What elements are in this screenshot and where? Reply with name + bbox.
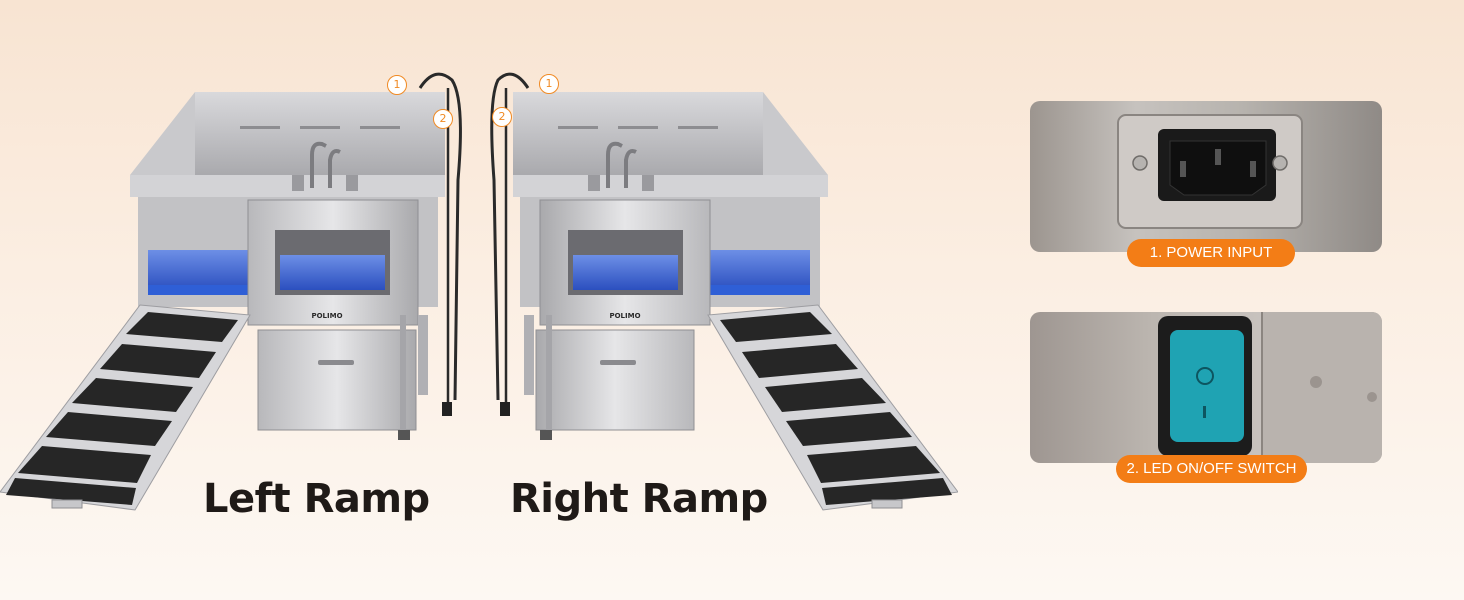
- led-switch-photo: [1030, 312, 1382, 463]
- power-socket-icon: [1117, 114, 1303, 229]
- brand-logo-right: POLIMO: [609, 312, 640, 320]
- rocker-switch-icon: [1158, 312, 1382, 463]
- brand-logo-left: POLIMO: [311, 312, 342, 320]
- left-ramp-label: Left Ramp: [203, 476, 430, 522]
- callout-2-right: 2: [492, 107, 512, 127]
- callout-2-left: 2: [433, 109, 453, 129]
- callout-1-left: 1: [387, 75, 407, 95]
- tub-right-ramp-image: POLIMO: [488, 60, 958, 530]
- tub-left-ramp-image: POLIMO: [0, 60, 470, 530]
- led-switch-badge: 2. LED ON/OFF SWITCH: [1116, 455, 1307, 483]
- power-input-photo: [1030, 101, 1382, 252]
- grooming-tub-left-illustration: POLIMO: [0, 72, 462, 511]
- grooming-tub-right-illustration: POLIMO: [490, 72, 958, 511]
- callout-1-right: 1: [539, 74, 559, 94]
- power-input-badge: 1. POWER INPUT: [1127, 239, 1295, 267]
- right-ramp-label: Right Ramp: [510, 476, 768, 522]
